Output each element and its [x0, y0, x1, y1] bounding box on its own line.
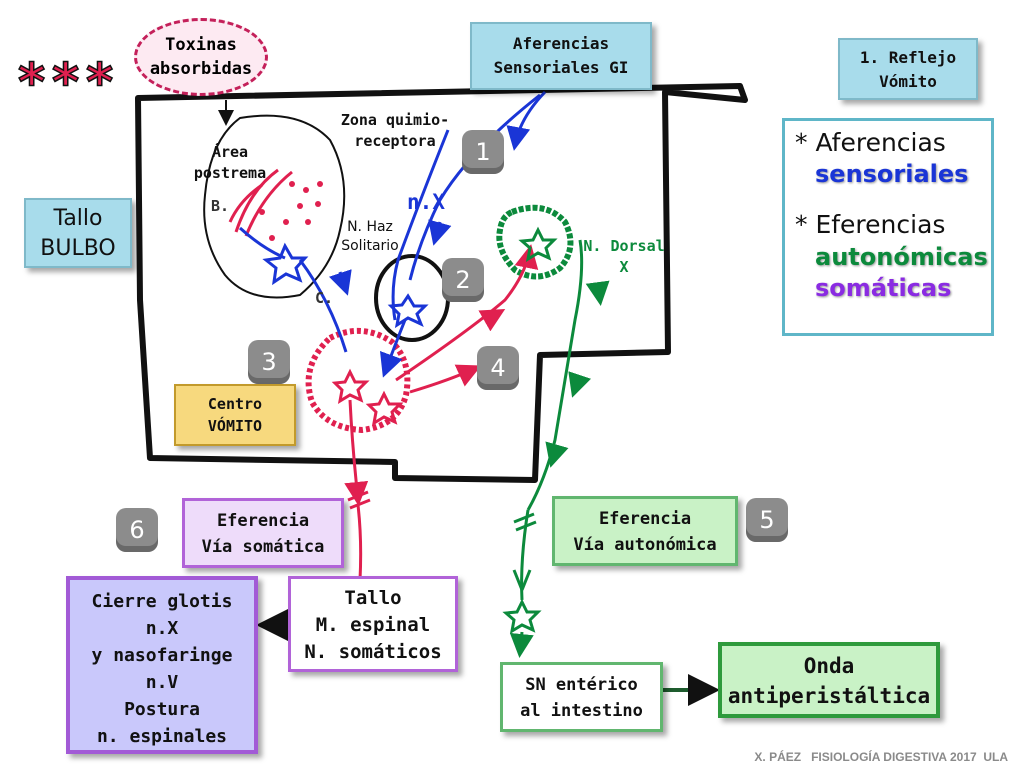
- cierre-l6: n. espinales: [96, 726, 228, 747]
- toxins-line1: Toxinas: [165, 35, 237, 55]
- brainstem-outline: [135, 83, 748, 483]
- afferent-gi-line1: Aferencias: [512, 34, 610, 53]
- antiperistaltic-wave-box: Onda antiperistáltica: [718, 642, 940, 718]
- tallo-bulbo-box: Tallo BULBO: [24, 198, 132, 268]
- haz-line1: N. Haz: [347, 219, 393, 235]
- afferent-gi-box: Aferencias Sensoriales GI: [470, 22, 652, 90]
- dorsal-x-label: N. Dorsal X: [574, 236, 674, 278]
- footer-credit: X. PÁEZ FISIOLOGÍA DIGESTIVA 2017 ULA: [754, 750, 1008, 764]
- tallo-bulbo-line1: Tallo: [53, 206, 103, 231]
- legend-aff-title: * Aferencias: [795, 128, 946, 157]
- neuron-icon-center-2: [365, 390, 404, 426]
- somatic-line1: Eferencia: [216, 511, 310, 531]
- step-badge-3: 3: [248, 340, 290, 384]
- autonomic-line1: Eferencia: [598, 509, 692, 529]
- autonomic-line2: Vía autonómica: [573, 535, 717, 555]
- afferent-gi-line2: Sensoriales GI: [493, 58, 629, 77]
- cierre-l2: n.X: [145, 618, 179, 639]
- step-badge-2: 2: [442, 258, 484, 302]
- area-postrema-blob: [203, 114, 346, 299]
- haz-line2: Solitario: [341, 238, 399, 254]
- somatic-line2: Vía somática: [201, 537, 325, 557]
- chemoreceptor-zone-label: Zona quimio- receptora: [325, 110, 465, 152]
- neuron-icon-dorsal-x: [518, 226, 558, 262]
- dorsal-line1: N. Dorsal: [583, 237, 665, 255]
- tallo-med-l1: Tallo: [344, 587, 402, 609]
- cierre-l3: y nasofaringe: [91, 645, 233, 666]
- step-badge-5: 5: [746, 498, 788, 542]
- title-line1: 1. Reflejo: [859, 48, 957, 67]
- vomit-center-box: Centro VÓMITO: [174, 384, 296, 446]
- svg-text:*: *: [18, 53, 45, 113]
- onda-l1: Onda: [803, 654, 855, 678]
- tallo-med-l3: N. somáticos: [304, 641, 442, 663]
- autonomic-efferent-box: Eferencia Vía autonómica: [552, 496, 738, 566]
- enteric-ns-box: SN entérico al intestino: [500, 662, 663, 732]
- cierre-l4: n.V: [145, 672, 179, 693]
- somatic-efferent-box: Eferencia Vía somática: [182, 498, 344, 568]
- toxins-bubble: Toxinas absorbidas: [134, 18, 268, 96]
- area-postrema-label: Área postrema: [180, 142, 280, 184]
- dorsal-x-blob: [496, 204, 574, 280]
- legend-eff-sub2: somáticas: [815, 274, 952, 302]
- b-mark: B.: [210, 197, 230, 215]
- spinal-somatic-box: Tallo M. espinal N. somáticos: [288, 576, 458, 672]
- tallo-bulbo-line2: BULBO: [40, 236, 116, 261]
- area-postrema-line1: Área: [211, 143, 249, 161]
- toxins-line2: absorbidas: [149, 59, 253, 79]
- svg-text:*: *: [52, 53, 79, 113]
- title-box: 1. Reflejo Vómito: [838, 38, 978, 100]
- enteric-l2: al intestino: [520, 701, 643, 721]
- onda-l2: antiperistáltica: [727, 684, 931, 708]
- step-badge-1: 1: [462, 130, 504, 174]
- svg-text:*: *: [86, 53, 113, 113]
- neuron-icon-area-postrema: [262, 242, 309, 286]
- legend-eff-sub1: autonómicas: [815, 243, 988, 271]
- enteric-l1: SN entérico: [525, 675, 638, 695]
- centro-line1: Centro: [207, 395, 263, 413]
- tallo-med-l2: M. espinal: [315, 614, 431, 636]
- zona-line1: Zona quimio-: [340, 111, 450, 129]
- vomit-center-blob: [305, 327, 411, 434]
- neuron-icon-center-1: [331, 368, 370, 404]
- asterisk-icons: ***: [17, 52, 114, 114]
- area-postrema-line2: postrema: [193, 164, 267, 182]
- title-line2: Vómito: [879, 72, 937, 91]
- area-postrema-marks: [259, 181, 323, 241]
- c-mark: C.: [314, 289, 334, 307]
- step-badge-4: 4: [477, 346, 519, 390]
- step-badge-6: 6: [116, 508, 158, 552]
- neuron-icon-haz-solitario: [387, 293, 429, 329]
- haz-solitario-label: N. Haz Solitario: [330, 218, 410, 256]
- cierre-l1: Cierre glotis: [91, 591, 233, 612]
- somatic-effects-box: Cierre glotis n.X y nasofaringe n.V Post…: [66, 576, 258, 754]
- zona-line2: receptora: [354, 132, 436, 150]
- dorsal-line2: X: [619, 258, 629, 276]
- legend-aff-sub: sensoriales: [815, 160, 969, 188]
- legend-box: * Aferencias sensoriales * Eferencias au…: [782, 118, 994, 336]
- legend-eff-title: * Eferencias: [795, 210, 946, 239]
- nx-label: n.X: [407, 190, 445, 214]
- cierre-l5: Postura: [124, 699, 200, 720]
- centro-line2: VÓMITO: [207, 417, 263, 435]
- neuron-icon-enteric: [502, 598, 542, 634]
